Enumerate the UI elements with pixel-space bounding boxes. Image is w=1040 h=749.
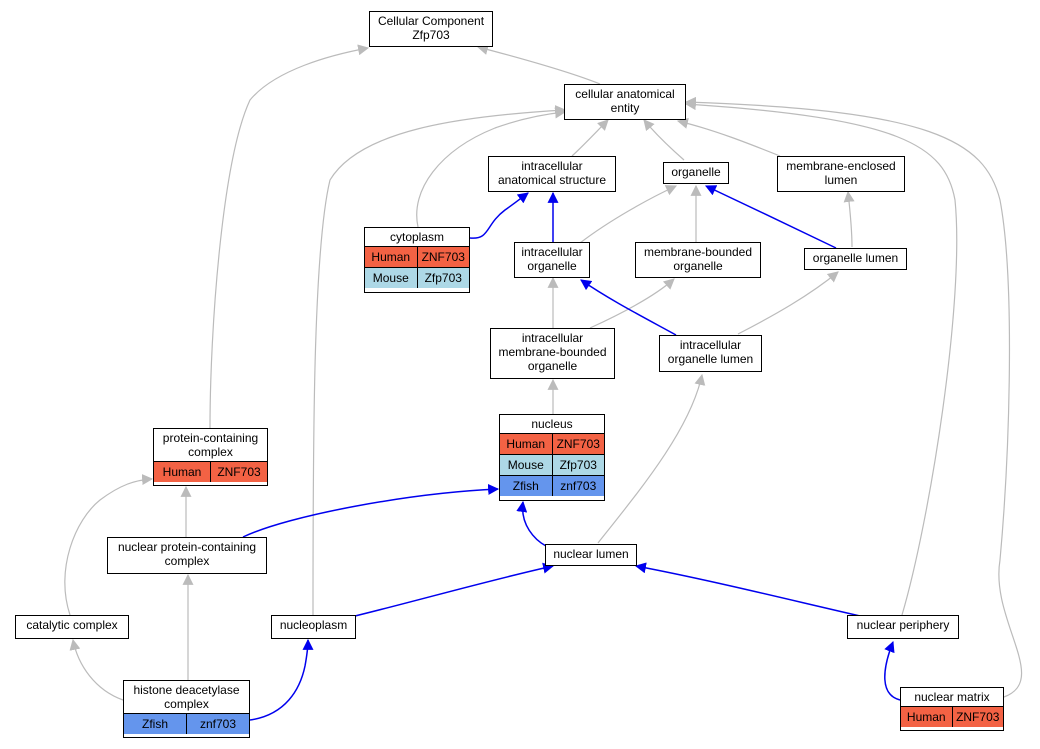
edge-nuclear-periphery-to-nuclear-lumen: [634, 562, 861, 617]
node-protein-containing-complex[interactable]: protein-containing complex Human ZNF703: [153, 428, 268, 486]
node-cellular-component-root[interactable]: Cellular Component Zfp703: [369, 11, 493, 47]
node-membrane-enclosed-lumen[interactable]: membrane-enclosed lumen: [777, 156, 905, 192]
species-cell: Human: [500, 434, 552, 454]
edge-nuclear-periphery-to-cellular-anatomical-entity: [684, 99, 958, 616]
edge-intracellular-organelle-to-organelle: [579, 185, 677, 244]
gene-row-human: Human ZNF703: [365, 246, 469, 267]
gene-cell: ZNF703: [551, 434, 604, 454]
node-organelle[interactable]: organelle: [663, 162, 729, 184]
species-cell: Human: [901, 707, 952, 727]
edge-histone-deacetylase-complex-to-catalytic-complex: [69, 638, 124, 701]
node-nucleoplasm[interactable]: nucleoplasm: [271, 615, 356, 639]
edge-intracellular-organelle-lumen-to-intracellular-organelle: [580, 279, 677, 336]
node-nuclear-lumen[interactable]: nuclear lumen: [545, 544, 637, 566]
edge-intracellular-anatomical-structure-to-cellular-anatomical-entity: [571, 119, 609, 157]
edge-nucleoplasm-to-cellular-anatomical-entity: [312, 105, 567, 616]
species-cell: Human: [365, 247, 417, 267]
node-nuclear-periphery[interactable]: nuclear periphery: [847, 615, 959, 639]
node-label: nucleus: [531, 417, 573, 431]
node-nuclear-matrix[interactable]: nuclear matrix Human ZNF703: [900, 687, 1004, 731]
node-label: catalytic complex: [26, 618, 118, 632]
node-label: membrane-bounded organelle: [643, 245, 753, 273]
edge-nuclear-lumen-to-nucleus: [516, 500, 547, 547]
node-organelle-lumen[interactable]: organelle lumen: [804, 248, 907, 270]
edge-organelle-to-cellular-anatomical-entity: [643, 119, 685, 161]
edge-organelle-lumen-to-organelle: [705, 185, 837, 249]
node-intracellular-anatomical-structure[interactable]: intracellular anatomical structure: [488, 156, 616, 192]
node-catalytic-complex[interactable]: catalytic complex: [15, 615, 129, 639]
node-label: organelle: [671, 165, 721, 179]
species-cell: Mouse: [365, 268, 417, 288]
node-nucleus[interactable]: nucleus Human ZNF703 Mouse Zfp703 Zfish …: [499, 414, 605, 501]
edge-nucleoplasm-to-nuclear-lumen: [354, 562, 555, 617]
gene-cell: ZNF703: [210, 462, 267, 482]
edge-nuclear-lumen-to-intracellular-organelle-lumen: [597, 373, 706, 544]
species-cell: Mouse: [500, 455, 552, 475]
gene-cell: znf703: [551, 476, 604, 496]
gene-cell: Zfp703: [551, 455, 604, 475]
gene-row-mouse: Mouse Zfp703: [500, 454, 604, 475]
gene-row-human: Human ZNF703: [500, 433, 604, 454]
gene-row-zfish: Zfish znf703: [124, 713, 249, 734]
gene-row-zfish: Zfish znf703: [500, 475, 604, 496]
node-intracellular-organelle-lumen[interactable]: intracellular organelle lumen: [659, 335, 762, 372]
node-label: nucleoplasm: [279, 618, 348, 632]
edge-histone-deacetylase-complex-to-nucleoplasm: [249, 638, 314, 721]
node-cellular-anatomical-entity[interactable]: cellular anatomical entity: [564, 84, 686, 120]
node-cytoplasm[interactable]: cytoplasm Human ZNF703 Mouse Zfp703: [364, 227, 470, 293]
species-cell: Zfish: [500, 476, 552, 496]
node-label: protein-containing complex: [162, 431, 259, 459]
edge-nuclear-matrix-to-cellular-anatomical-entity: [684, 96, 1023, 698]
node-label: cellular anatomical entity: [575, 87, 675, 115]
edge-intracellular-membrane-bounded-organelle-to-membrane-bounded-organelle: [589, 278, 675, 329]
node-intracellular-organelle[interactable]: intracellular organelle: [514, 242, 590, 278]
node-label: intracellular organelle: [521, 245, 583, 273]
node-label: nuclear protein-containing complex: [117, 540, 257, 568]
node-label: Cellular Component Zfp703: [377, 14, 485, 42]
node-membrane-bounded-organelle[interactable]: membrane-bounded organelle: [635, 242, 761, 278]
node-intracellular-membrane-bounded-organelle[interactable]: intracellular membrane-bounded organelle: [490, 328, 615, 379]
node-label: intracellular organelle lumen: [667, 338, 754, 366]
gene-row-human: Human ZNF703: [154, 461, 267, 482]
node-label: cytoplasm: [389, 230, 445, 244]
gene-cell: znf703: [186, 714, 249, 734]
edge-organelle-lumen-to-membrane-enclosed-lumen: [843, 190, 855, 248]
gene-cell: ZNF703: [951, 707, 1003, 727]
edge-nuclear-matrix-to-nuclear-periphery: [884, 640, 901, 701]
edge-nuclear-protein-containing-complex-to-nucleus: [242, 483, 500, 538]
edge-cellular-anatomical-entity-to-root: [476, 44, 601, 85]
node-label: nuclear periphery: [856, 618, 950, 632]
node-label: organelle lumen: [812, 251, 899, 265]
node-label: intracellular anatomical structure: [497, 159, 607, 187]
node-label: nuclear lumen: [553, 547, 629, 561]
gene-row-human: Human ZNF703: [901, 706, 1003, 727]
species-cell: Zfish: [124, 714, 186, 734]
edge-cytoplasm-to-intracellular-anatomical-structure: [469, 192, 529, 239]
node-label: intracellular membrane-bounded organelle: [498, 331, 607, 373]
node-label: membrane-enclosed lumen: [786, 159, 896, 187]
node-label: histone deacetylase complex: [133, 683, 240, 711]
edge-membrane-enclosed-lumen-to-cellular-anatomical-entity: [676, 117, 781, 157]
gene-cell: ZNF703: [416, 247, 469, 267]
edge-protein-containing-complex-to-root: [209, 44, 370, 429]
species-cell: Human: [154, 462, 210, 482]
edge-cytoplasm-to-cellular-anatomical-entity: [416, 107, 567, 228]
node-histone-deacetylase-complex[interactable]: histone deacetylase complex Zfish znf703: [123, 680, 250, 738]
node-nuclear-protein-containing-complex[interactable]: nuclear protein-containing complex: [107, 537, 267, 574]
edge-intracellular-organelle-lumen-to-organelle-lumen: [737, 271, 839, 335]
gene-cell: Zfp703: [416, 268, 469, 288]
gene-row-mouse: Mouse Zfp703: [365, 267, 469, 288]
edge-catalytic-complex-to-protein-containing-complex: [64, 474, 154, 616]
node-label: nuclear matrix: [914, 690, 990, 704]
